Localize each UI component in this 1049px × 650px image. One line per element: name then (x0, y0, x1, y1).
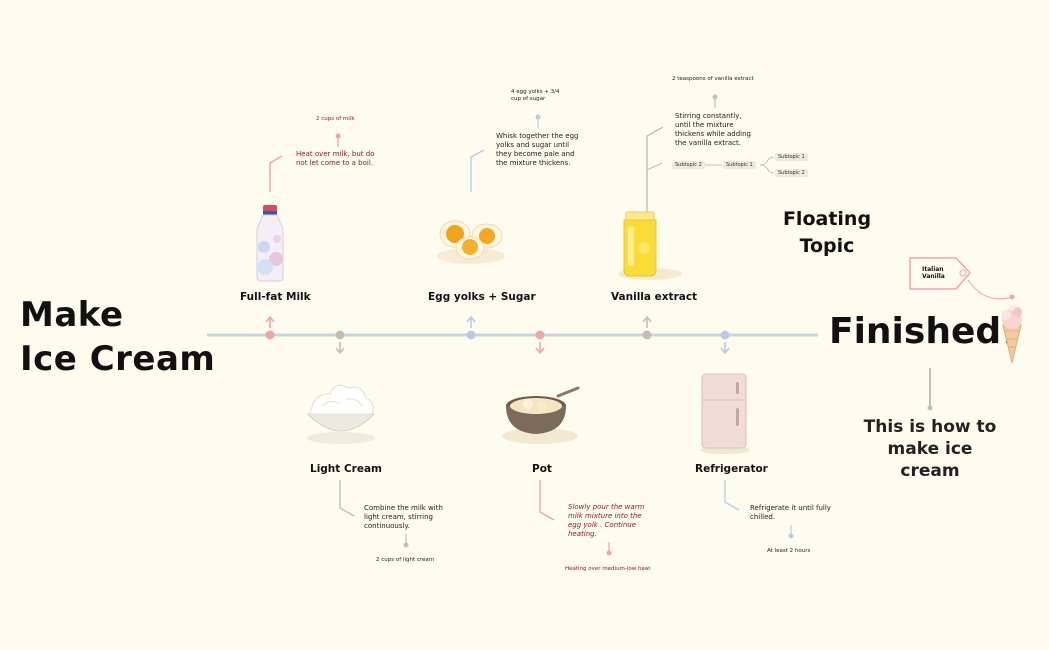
subtopic-2b-chip[interactable]: Subtopic 2 (775, 169, 808, 177)
tag-label[interactable]: Italian Vanilla (922, 266, 945, 280)
cream-note[interactable]: Combine the milk with light cream, stirr… (364, 504, 443, 530)
vanilla-jar-icon (618, 211, 682, 280)
howto-line-3: cream (900, 461, 960, 481)
vanilla-label[interactable]: Vanilla extract (611, 291, 698, 303)
refrigerator-icon (700, 373, 750, 454)
milk-note[interactable]: Heat over milk, but do not let come to a… (296, 150, 375, 167)
title-line-1: Make (20, 295, 124, 335)
howto-topic[interactable]: This is how to make ice cream (856, 416, 1004, 482)
vanilla-note[interactable]: Stirring constantly, until the mixture t… (675, 112, 751, 147)
howto-line-1: This is how to (863, 417, 997, 437)
finished-topic[interactable]: Finished! (829, 311, 1018, 352)
fridge-sub[interactable]: At least 2 hours (767, 548, 811, 554)
ice-cream-cone-icon (1001, 305, 1022, 364)
floating-line-1: Floating (782, 208, 872, 230)
cream-sub[interactable]: 2 cups of light cream (376, 557, 435, 563)
subtopic-2-chip[interactable]: Subtopic 2 (672, 161, 705, 169)
egg-sub-line-2: cup of sugar (511, 96, 546, 102)
subtopic-1a-chip[interactable]: Subtopic 1 (775, 153, 808, 161)
pot-note[interactable]: Slowly pour the warm milk mixture into t… (568, 503, 645, 538)
pot-icon (502, 386, 580, 444)
floating-line-2: Topic (799, 235, 855, 257)
title-line-2: Ice Cream (20, 339, 216, 379)
milk-bottle-icon (256, 205, 284, 282)
tag-icon (909, 257, 972, 290)
pot-label[interactable]: Pot (532, 463, 552, 475)
light-cream-bowl-icon (306, 384, 376, 444)
milk-sub[interactable]: 2 cups of milk (316, 116, 355, 122)
milk-label[interactable]: Full-fat Milk (240, 291, 311, 303)
egg-note[interactable]: Whisk together the egg yolks and sugar u… (496, 132, 579, 167)
floating-topic[interactable]: Floating Topic (775, 206, 879, 260)
subtopic-1-chip[interactable]: Subtopic 1 (723, 161, 756, 169)
tag-line-2: Vanilla (922, 273, 945, 280)
vanilla-sub[interactable]: 2 teaspoons of vanilla extract (672, 76, 754, 82)
fridge-label[interactable]: Refrigerator (695, 463, 768, 475)
egg-yolks-icon (437, 220, 505, 264)
pot-sub[interactable]: Heating over medium-low heat (565, 566, 651, 572)
egg-sub-line-1: 4 egg yolks + 3/4 (511, 89, 560, 95)
fridge-note[interactable]: Refrigerate it until fully chilled. (750, 504, 831, 521)
tag-line-1: Italian (922, 266, 944, 273)
cream-label[interactable]: Light Cream (310, 463, 382, 475)
howto-line-2: make ice (887, 439, 973, 459)
egg-label[interactable]: Egg yolks + Sugar (428, 291, 536, 303)
egg-sub[interactable]: 4 egg yolks + 3/4 cup of sugar (511, 89, 560, 103)
main-title: Make Ice Cream (20, 293, 215, 381)
